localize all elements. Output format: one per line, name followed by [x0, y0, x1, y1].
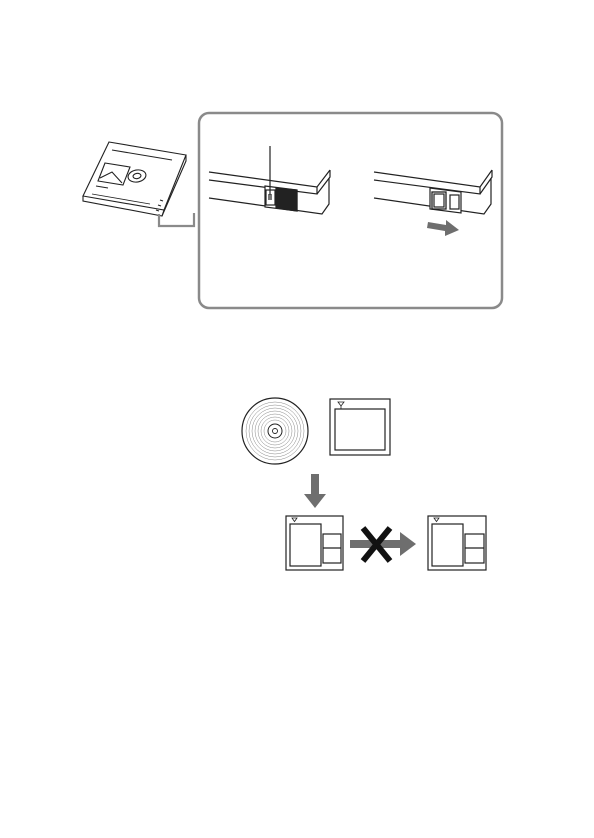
cd-disc-icon — [242, 398, 308, 464]
copy-down-arrow-icon — [304, 474, 326, 508]
callout-leader-line — [159, 213, 194, 226]
minidisc-perspective-icon — [83, 142, 186, 216]
minidisc-copy-icon — [286, 516, 343, 570]
minidisc-second-copy-icon — [428, 516, 486, 570]
minidisc-cartridge-icon — [330, 399, 390, 455]
